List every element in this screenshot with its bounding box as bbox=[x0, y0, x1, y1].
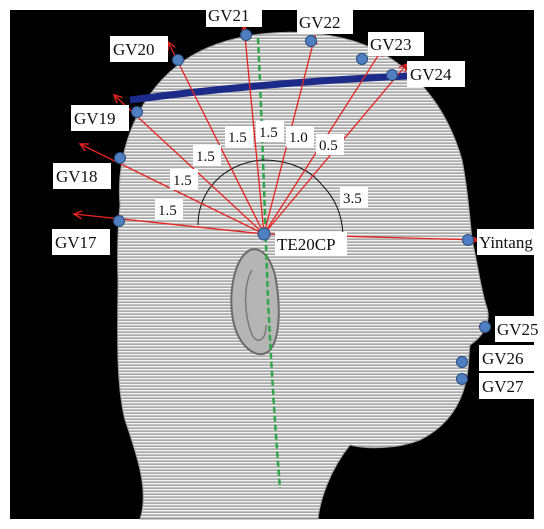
angle-value-0: 1.5 bbox=[158, 203, 177, 219]
label-gv25: GV25 bbox=[497, 320, 539, 339]
marker-gv19 bbox=[132, 107, 143, 118]
label-gv21: GV21 bbox=[208, 6, 250, 25]
label-gv20: GV20 bbox=[113, 40, 155, 59]
label-gv19: GV19 bbox=[74, 109, 116, 128]
marker-gv22 bbox=[306, 36, 317, 47]
marker-gv20 bbox=[173, 55, 184, 66]
angle-value-7: 3.5 bbox=[343, 191, 362, 207]
marker-gv26 bbox=[457, 357, 468, 368]
marker-gv17 bbox=[114, 216, 125, 227]
marker-te20cp bbox=[258, 228, 270, 240]
label-yintang: Yintang bbox=[479, 233, 533, 252]
angle-value-1: 1.5 bbox=[173, 173, 192, 189]
marker-gv24 bbox=[387, 70, 398, 81]
label-gv27: GV27 bbox=[482, 377, 524, 396]
angle-value-6: 0.5 bbox=[319, 138, 338, 154]
label-gv17: GV17 bbox=[55, 233, 97, 252]
label-gv23: GV23 bbox=[370, 35, 412, 54]
angle-value-5: 1.0 bbox=[289, 130, 308, 146]
angle-value-3: 1.5 bbox=[228, 130, 247, 146]
label-gv22: GV22 bbox=[299, 13, 341, 32]
label-gv24: GV24 bbox=[410, 65, 452, 84]
marker-gv23 bbox=[357, 54, 368, 65]
label-gv18: GV18 bbox=[56, 167, 98, 186]
marker-gv18 bbox=[115, 153, 126, 164]
angle-value-2: 1.5 bbox=[196, 149, 215, 165]
angle-value-4: 1.5 bbox=[259, 125, 278, 141]
marker-gv25 bbox=[480, 322, 491, 333]
marker-yintang bbox=[463, 235, 474, 246]
marker-gv27 bbox=[457, 374, 468, 385]
label-gv26: GV26 bbox=[482, 349, 524, 368]
label-te20cp: TE20CP bbox=[277, 235, 336, 254]
marker-gv21 bbox=[241, 30, 252, 41]
